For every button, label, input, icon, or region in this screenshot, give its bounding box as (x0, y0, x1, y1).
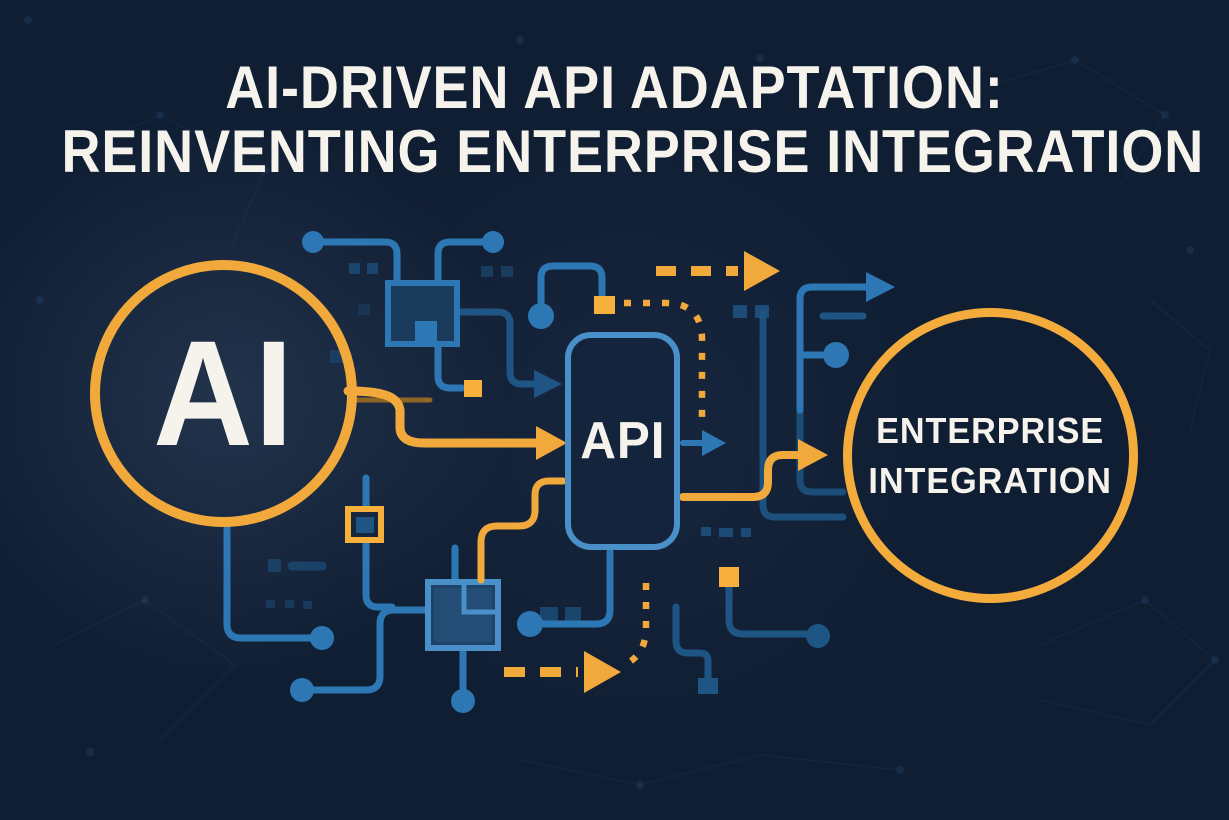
blue-arrowheads (702, 272, 895, 456)
title: AI-DRIVEN API ADAPTATION: REINVENTING EN… (0, 56, 1229, 184)
arrow-right-icon (536, 426, 567, 460)
node-dot (806, 624, 830, 648)
arrow-right-icon (534, 370, 562, 398)
enterprise-label-line-2: INTEGRATION (868, 459, 1113, 501)
arrow-right-icon (798, 439, 828, 471)
dark-blue-arrow (453, 308, 830, 694)
orange-traces (343, 266, 802, 677)
background-dots (24, 16, 1219, 789)
enterprise-integration-node: ENTERPRISE INTEGRATION (843, 308, 1138, 603)
blue-traces (223, 238, 870, 694)
orange-arrowheads (536, 251, 828, 693)
orange-pads (464, 296, 739, 587)
dashed-arrow-icon (584, 651, 621, 693)
title-line-1: AI-DRIVEN API ADAPTATION: (225, 54, 1004, 121)
api-node-label: API (579, 412, 666, 470)
enterprise-label-line-1: ENTERPRISE (876, 409, 1105, 451)
arrow-right-icon (866, 272, 895, 302)
dark-blue-traces (672, 309, 867, 682)
ai-node-label: AI (152, 309, 295, 477)
chip-icon-top (385, 280, 460, 347)
background-mesh (54, 59, 1217, 786)
pad-square-outlined (345, 506, 384, 543)
dashed-arrow-icon (744, 251, 780, 291)
node-dots (290, 231, 849, 713)
ai-node: AI (90, 260, 357, 527)
title-line-2: REINVENTING ENTERPRISE INTEGRATION (61, 118, 1205, 185)
pad-square (698, 678, 718, 694)
enterprise-node-label: ENTERPRISE INTEGRATION (869, 406, 1113, 506)
arrow-right-icon (702, 430, 726, 456)
chip-icon-bottom (425, 579, 501, 651)
api-node: API (565, 332, 680, 550)
